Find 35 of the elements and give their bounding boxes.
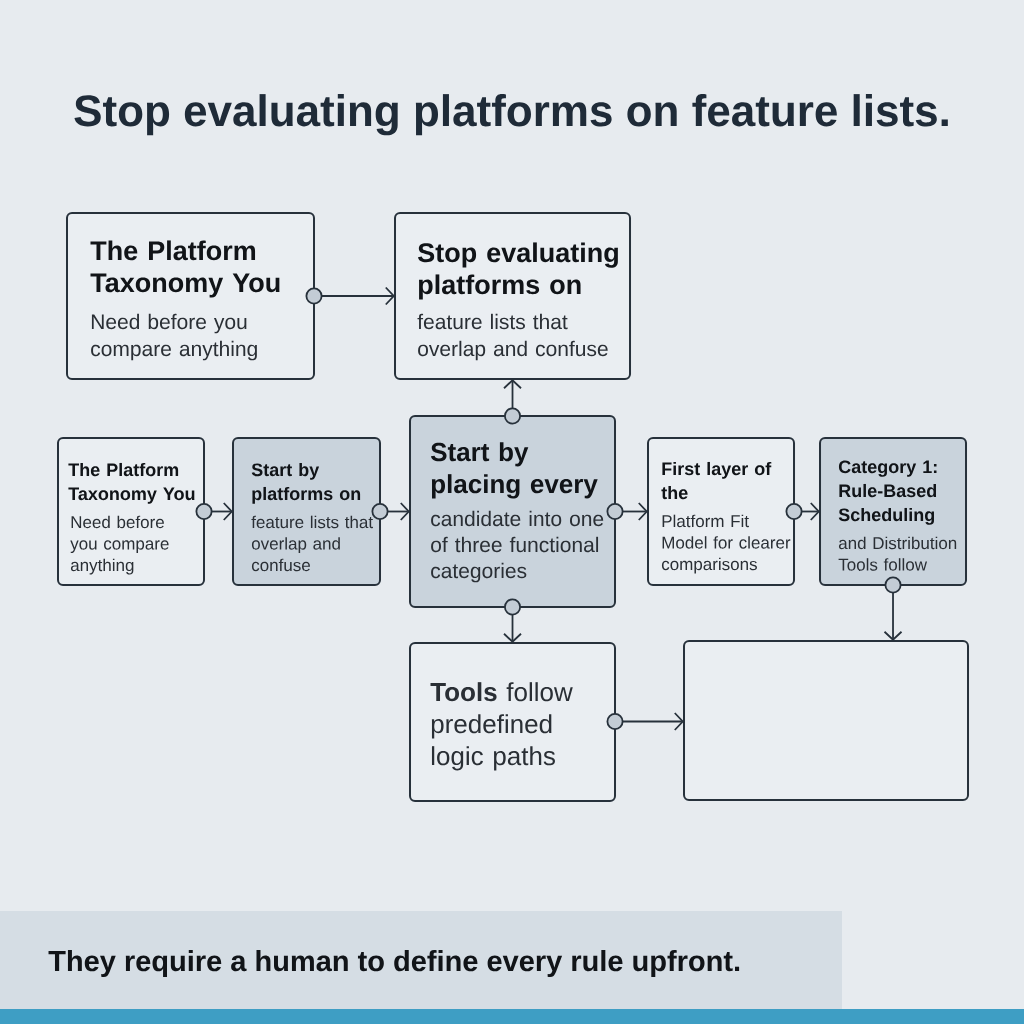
process-box — [394, 212, 631, 380]
arrow — [503, 598, 522, 643]
empty-box — [683, 640, 969, 801]
arrow — [371, 502, 410, 521]
arrow — [785, 502, 820, 521]
box-heading: Category 1: Rule-Based Scheduling — [838, 460, 937, 525]
title: Stop evaluating platforms on feature lists. — [74, 94, 948, 136]
box-text: Platform Fit Model for clearer comparisons — [661, 514, 791, 574]
process-box — [409, 415, 616, 608]
box-text: candidate into one of three functional categories — [431, 510, 604, 583]
arrow — [606, 712, 684, 731]
process-box — [409, 642, 616, 802]
arrow — [305, 286, 395, 306]
box-heading: Stop evaluating platforms on — [418, 242, 618, 300]
process-box — [647, 437, 795, 586]
caption-banner: They require a human to define every rule upfront. — [0, 911, 842, 1009]
arrow — [503, 379, 522, 425]
box-text: and Distribution Tools follow — [838, 536, 957, 571]
box-text: feature lists that overlap and confuse — [251, 515, 373, 572]
box-heading: First layer of the — [661, 461, 772, 500]
process-box — [57, 437, 205, 586]
box-heading: Start by platforms on — [251, 462, 361, 504]
arrow — [606, 502, 648, 521]
arrow — [883, 576, 903, 641]
process-box — [66, 212, 315, 380]
box-text: Need before you compare anything — [91, 313, 257, 361]
box-heading: The Platform Taxonomy You — [90, 240, 280, 298]
arrow — [195, 502, 233, 521]
process-box — [232, 437, 381, 586]
box-text: feature lists that overlap and confuse — [417, 313, 608, 361]
box-text: Tools follow predefined logic paths — [430, 682, 573, 771]
process-box — [819, 437, 967, 586]
box-heading: Start by placing every — [430, 442, 598, 499]
box-heading: The Platform Taxonomy You — [68, 462, 195, 504]
box-text: Need before you compare anything — [70, 515, 169, 575]
